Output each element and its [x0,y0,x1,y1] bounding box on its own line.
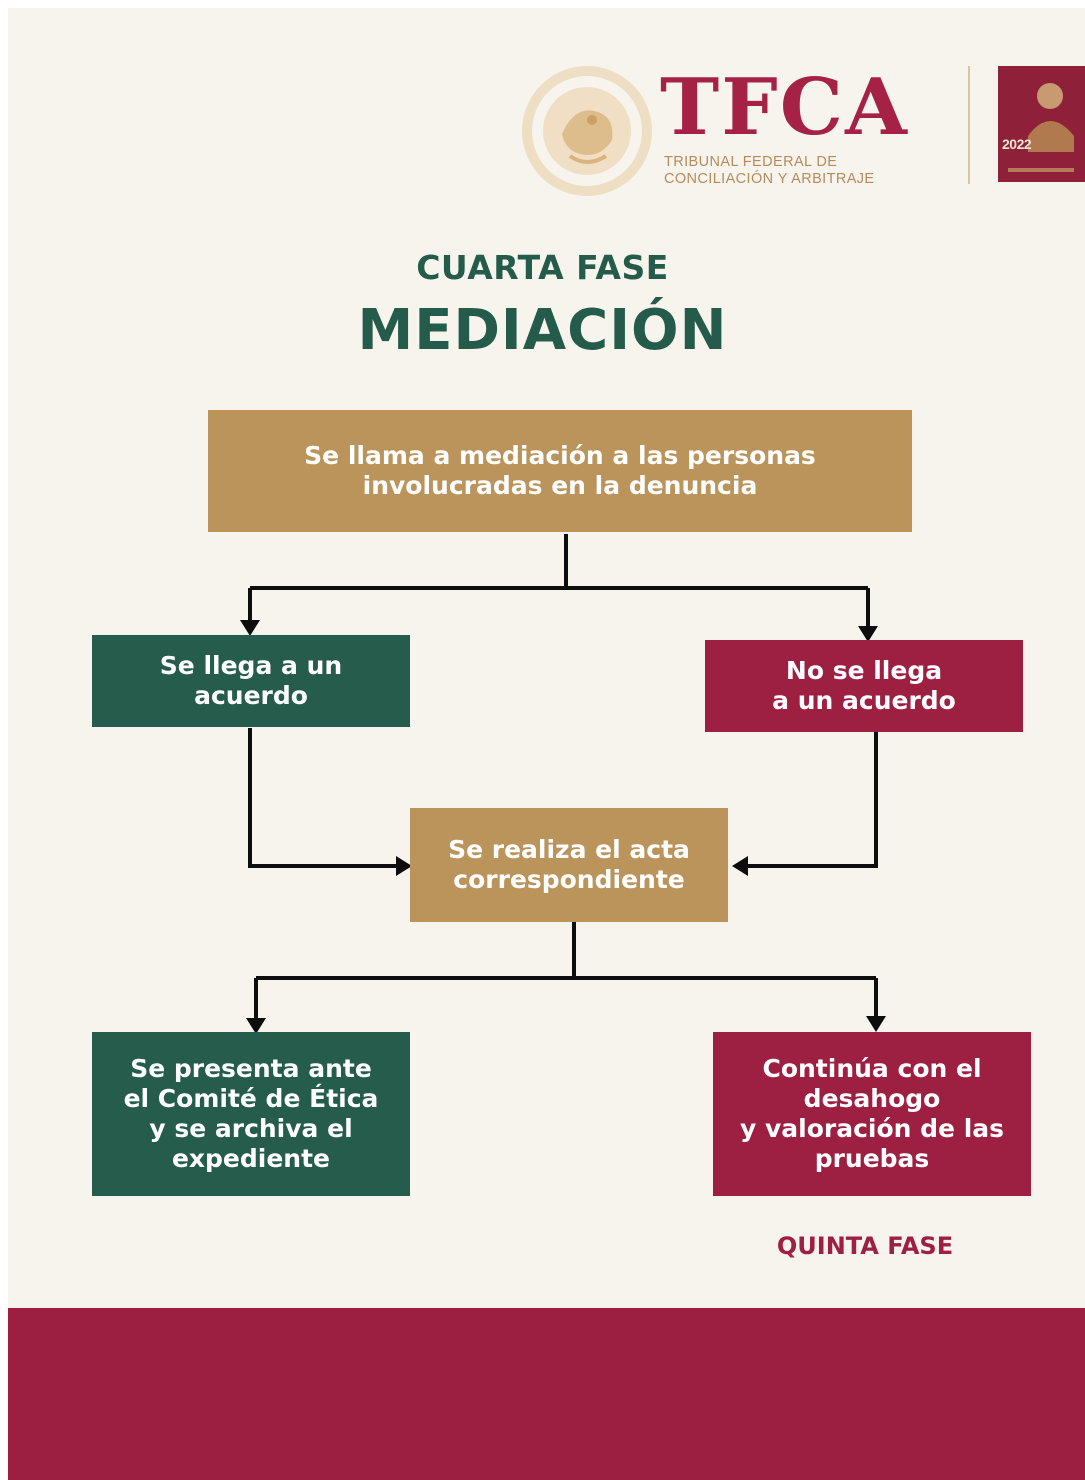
connector-record-split [254,922,878,1020]
poster-year: 2022 [1002,136,1032,152]
arrowhead-to-no-agreement [858,626,878,642]
arrowhead-to-continue [866,1016,886,1032]
box-no-agreement: No se llega a un acuerdo [705,640,1023,732]
next-phase-label: QUINTA FASE [776,1232,954,1260]
portrait-icon [998,66,1085,182]
arrowhead-to-ethics [246,1018,266,1034]
arrowhead-to-record-right [732,856,748,876]
phase-name: MEDIACIÓN [357,298,728,363]
box-record-drawn-up-text: Se realiza el acta correspondiente [448,835,690,894]
box-continue-evidence: Continúa con el desahogo y valoración de… [713,1032,1031,1196]
tfca-brand: TFCA TRIBUNAL FEDERAL DE CONCILIACIÓN Y … [660,66,960,196]
arrowhead-to-agreement [240,620,260,636]
phase-label: CUARTA FASE [416,248,669,287]
brand-subtitle-line1: TRIBUNAL FEDERAL DE [664,154,838,170]
box-agreement-reached: Se llega a un acuerdo [92,635,410,727]
connector-agreement-to-record [248,728,400,868]
flow-connectors [240,534,886,1034]
arrowhead-to-record-left [396,856,412,876]
infographic-page: TFCA TRIBUNAL FEDERAL DE CONCILIACIÓN Y … [8,8,1085,1480]
box-continue-evidence-text: Continúa con el desahogo y valoración de… [739,1054,1005,1173]
connector-no-agreement-to-record [744,732,878,868]
box-ethics-committee: Se presenta ante el Comité de Ética y se… [92,1032,410,1196]
box-call-to-mediation: Se llama a mediación a las personas invo… [208,410,912,532]
box-ethics-committee-text: Se presenta ante el Comité de Ética y se… [123,1054,379,1173]
brand-title: TFCA [660,62,909,153]
year-poster: 2022 [998,66,1085,182]
connector-start-split [248,534,870,628]
footer-band [8,1308,1085,1480]
box-agreement-reached-text: Se llega a un acuerdo [159,651,343,710]
brand-subtitle-line2: CONCILIACIÓN Y ARBITRAJE [664,171,875,187]
header-divider [968,66,970,184]
box-no-agreement-text: No se llega a un acuerdo [772,656,956,715]
brand-subtitle: TRIBUNAL FEDERAL DE CONCILIACIÓN Y ARBIT… [664,154,875,188]
box-call-to-mediation-text: Se llama a mediación a las personas invo… [304,441,816,500]
mexico-coat-of-arms-seal [522,66,652,196]
box-record-drawn-up: Se realiza el acta correspondiente [410,808,728,922]
